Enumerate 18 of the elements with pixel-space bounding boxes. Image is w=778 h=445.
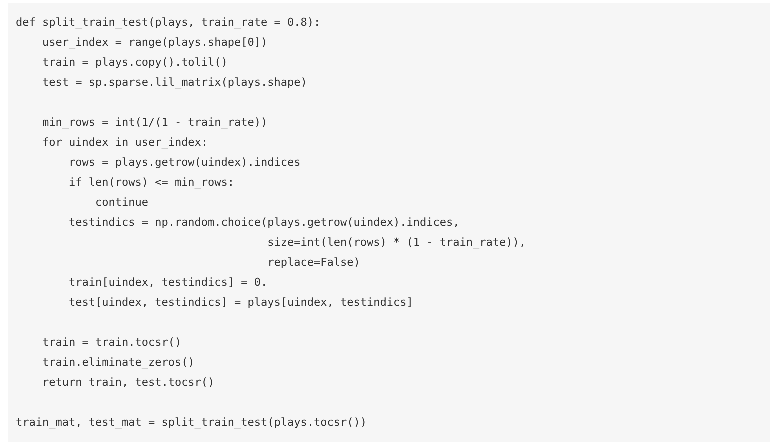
code-line: min_rows = int(1/(1 - train_rate)) [41, 115, 268, 131]
code-line: user_index = range(plays.shape[0]) [41, 35, 268, 51]
code-line: train[uindex, testindics] = 0. [68, 275, 268, 291]
code-line: train = plays.copy().tolil() [41, 55, 228, 71]
code-line: if len(rows) <= min_rows: [68, 175, 235, 191]
code-line: continue [94, 195, 148, 211]
code-line: rows = plays.getrow(uindex).indices [68, 155, 301, 171]
code-line: train_mat, test_mat = split_train_test(plays.tocsr()) [16, 415, 367, 431]
code-line: for uindex in user_index: [41, 135, 208, 151]
code-line: train = train.tocsr() [41, 335, 182, 351]
code-line: replace=False) [266, 255, 360, 271]
code-line: size=int(len(rows) * (1 - train_rate)), [266, 235, 526, 251]
code-line: return train, test.tocsr() [41, 375, 215, 391]
code-line: def split_train_test(plays, train_rate = 0.8): [16, 15, 321, 31]
code-line: test = sp.sparse.lil_matrix(plays.shape) [41, 75, 308, 91]
code-line: train.eliminate_zeros() [41, 355, 195, 371]
code-line: testindics = np.random.choice(plays.getrow(uindex).indices, [68, 215, 460, 231]
code-line: test[uindex, testindics] = plays[uindex, testindics] [68, 295, 414, 311]
